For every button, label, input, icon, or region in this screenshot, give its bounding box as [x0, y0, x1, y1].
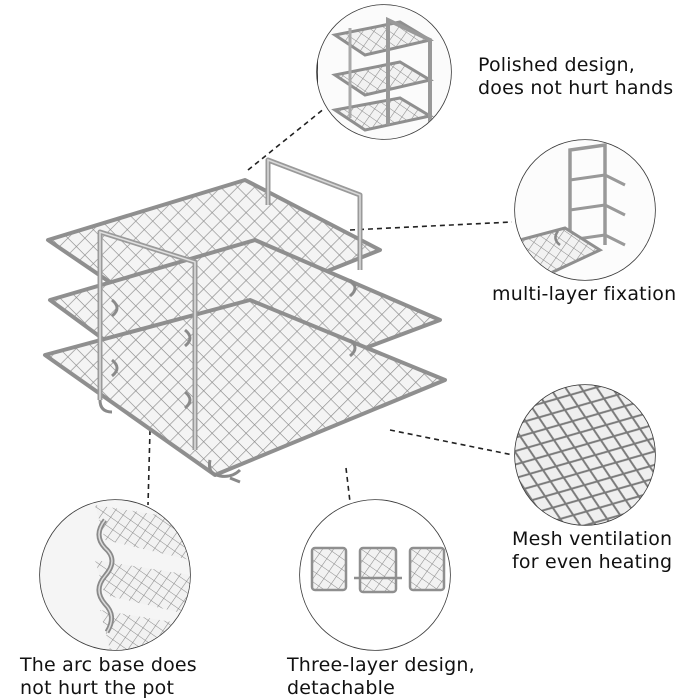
caption-line: detachable	[287, 677, 396, 699]
caption-line: not hurt the pot	[20, 677, 175, 699]
caption-line: Polished design,	[478, 54, 635, 76]
detachable-layers-image	[299, 499, 451, 651]
caption-arc-base: The arc base does not hurt the pot	[20, 654, 197, 700]
caption-line: Three-layer design,	[287, 654, 475, 676]
fixation-detail-image	[514, 139, 656, 281]
caption-line: does not hurt hands	[478, 77, 674, 99]
rack-product-image	[43, 157, 447, 484]
mesh-detail-image	[514, 384, 656, 526]
caption-three-layer-design: Three-layer design, detachable	[287, 654, 475, 700]
caption-line: Mesh ventilation	[512, 528, 673, 550]
arc-base-detail-image	[39, 499, 191, 651]
caption-mesh-ventilation: Mesh ventilation for even heating	[512, 528, 672, 574]
caption-polished-design: Polished design, does not hurt hands	[478, 54, 673, 100]
caption-line: for even heating	[512, 551, 673, 573]
caption-line: The arc base does	[20, 654, 197, 676]
handle-detail-image	[316, 4, 452, 140]
caption-multi-layer-fixation: multi-layer fixation	[492, 283, 676, 306]
leader-lines	[147, 107, 514, 506]
caption-line: multi-layer fixation	[492, 283, 677, 305]
